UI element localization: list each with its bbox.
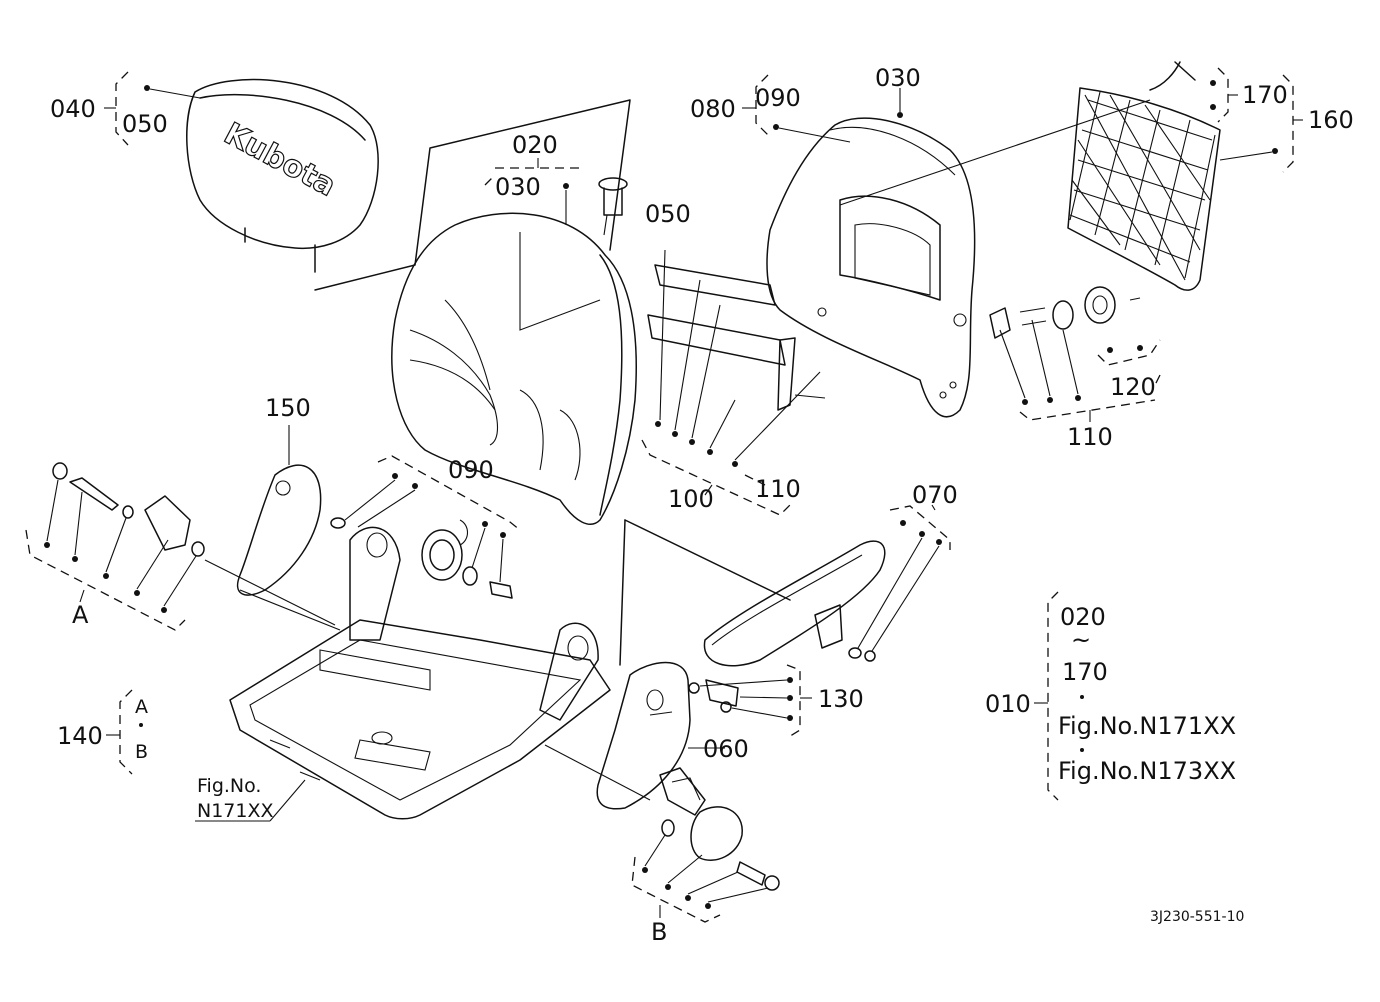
label-020: 020 (512, 131, 558, 159)
bolt-set-a-leader (25, 479, 336, 631)
label-010: 010 (985, 690, 1031, 718)
net-leader (839, 61, 1303, 206)
lumbar-plates-leader (641, 279, 821, 516)
label-010-fig2: Fig.No.N173XX (1058, 757, 1236, 785)
label-050-headrest: 050 (122, 110, 168, 138)
side-cover-right (596, 519, 791, 810)
armrest (703, 540, 886, 667)
lumbar-knob (953, 286, 1141, 339)
label-060: 060 (703, 735, 749, 763)
label-080: 080 (690, 95, 736, 123)
back-net (1067, 87, 1221, 291)
side-cover-left (236, 425, 322, 596)
back-frame-leader (742, 74, 903, 143)
kit-010-bracket (1034, 591, 1084, 801)
headrest-leader (104, 71, 631, 291)
label-010-range-start: 020 (1060, 603, 1106, 631)
label-030-cushion: 030 (495, 173, 541, 201)
label-100: 100 (668, 485, 714, 513)
label-140-A: A (135, 696, 148, 718)
seat-belt (544, 744, 780, 891)
drawing-code: 3J230-551-10 (1150, 909, 1244, 925)
label-170-net: 170 (1242, 81, 1288, 109)
lumbar-knob-leader (999, 319, 1161, 422)
spring-leader (344, 455, 521, 583)
label-030-frame: 030 (875, 64, 921, 92)
label-090-spring: 090 (448, 456, 494, 484)
label-130: 130 (818, 685, 864, 713)
label-070: 070 (912, 481, 958, 509)
lumbar-plates (647, 249, 826, 421)
backrest-cushion (391, 212, 637, 525)
label-010-range-end: 170 (1062, 658, 1108, 686)
label-110-knob: 110 (1067, 423, 1113, 451)
headrest: Kubota (186, 78, 379, 273)
label-A: A (72, 601, 89, 629)
fig-ref-line1: Fig.No. (197, 775, 261, 797)
armrest-leader (857, 504, 951, 652)
headrest-brand: Kubota (218, 116, 341, 204)
cushion-leader (484, 158, 580, 225)
label-010-fig1: Fig.No.N171XX (1058, 712, 1236, 740)
back-frame (766, 117, 976, 418)
label-040: 040 (50, 95, 96, 123)
label-150: 150 (265, 394, 311, 422)
seat-belt-leader (631, 834, 769, 923)
label-120: 120 (1110, 373, 1156, 401)
label-B: B (651, 918, 667, 946)
spring-assembly (330, 517, 513, 599)
label-140: 140 (57, 722, 103, 750)
label-010-range-sep: ~ (1071, 626, 1091, 654)
label-140-B: B (135, 741, 148, 763)
seat-pan (229, 526, 611, 820)
label-160: 160 (1308, 106, 1354, 134)
seat-pan-fig-leader (195, 779, 306, 822)
label-090-frame: 090 (755, 84, 801, 112)
headrest-guide (598, 177, 628, 236)
label-140-bracket (106, 689, 143, 775)
armrest-bracket-leader (699, 664, 812, 739)
label-110-plates: 110 (755, 475, 801, 503)
label-050-guide: 050 (645, 200, 691, 228)
fig-ref-line2: N171XX (197, 800, 274, 822)
bolt-set-a (52, 462, 205, 557)
